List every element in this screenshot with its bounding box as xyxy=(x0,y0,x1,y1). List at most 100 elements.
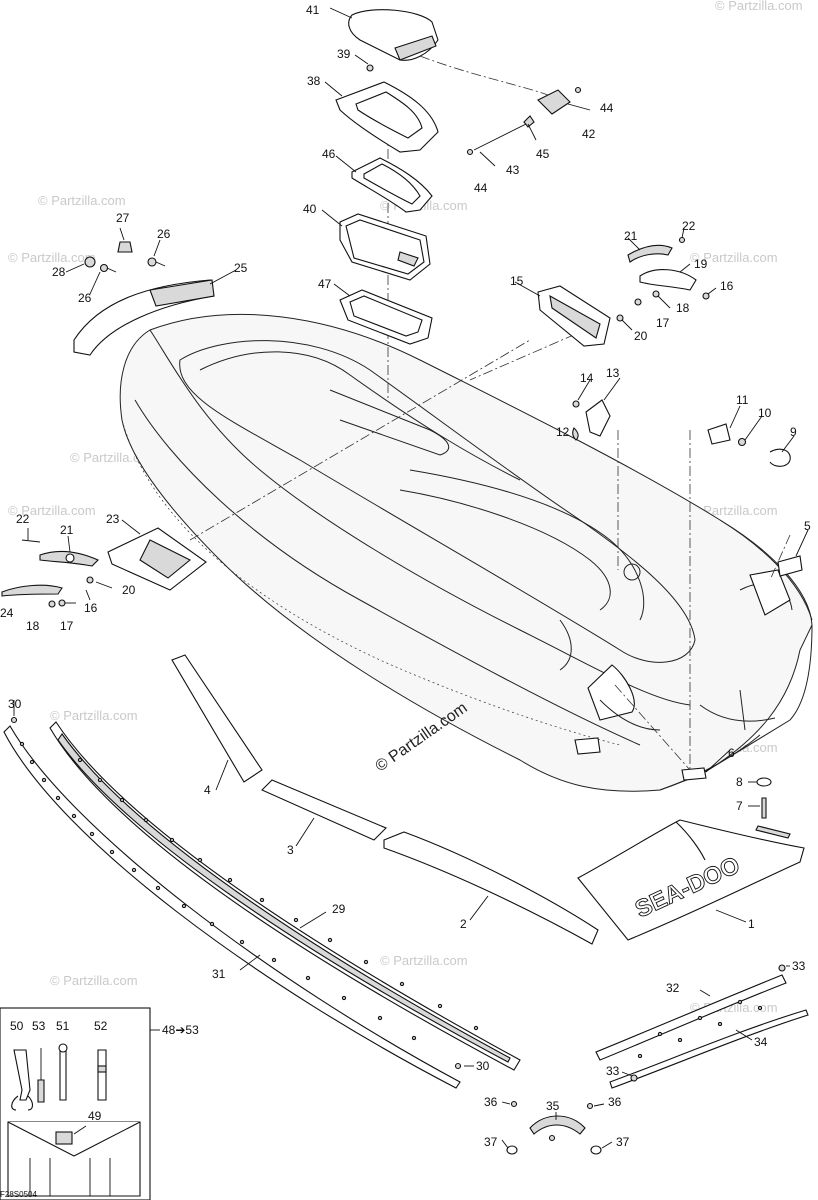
part-21-handle-right xyxy=(627,244,673,263)
part-31-rail xyxy=(3,725,461,1089)
label-34: 34 xyxy=(754,1035,768,1049)
label-49: 49 xyxy=(88,1109,102,1123)
label-33: 33 xyxy=(606,1064,620,1078)
label-6: 6 xyxy=(728,746,735,760)
watermark-faint: © Partzilla.com xyxy=(50,708,138,723)
label-17: 17 xyxy=(60,619,74,633)
label-44: 44 xyxy=(600,101,614,115)
part-8-cap xyxy=(756,777,772,787)
label-13: 13 xyxy=(606,366,620,380)
storage-assembly xyxy=(335,9,582,345)
part-14-screw xyxy=(572,400,580,408)
part-12-drop xyxy=(572,427,579,441)
part-2-decal xyxy=(383,831,599,945)
label-26: 26 xyxy=(78,291,92,305)
label-51: 51 xyxy=(56,1019,70,1033)
part-5-decal xyxy=(777,555,803,577)
watermark-faint: © Partzilla.com xyxy=(380,953,468,968)
label-18: 18 xyxy=(26,619,40,633)
label-29: 29 xyxy=(332,902,346,916)
label-35: 35 xyxy=(546,1099,560,1113)
part-13-bracket xyxy=(585,399,611,437)
part-28-washer xyxy=(84,256,96,268)
label-22: 22 xyxy=(16,512,30,526)
label-47: 47 xyxy=(318,277,332,291)
label-32: 32 xyxy=(666,981,680,995)
part-11-plate xyxy=(707,423,731,445)
label-46: 46 xyxy=(322,147,336,161)
label-37: 37 xyxy=(616,1135,630,1149)
label-23: 23 xyxy=(106,512,120,526)
label-43: 43 xyxy=(506,163,520,177)
part-4-decal xyxy=(171,654,263,783)
label-31: 31 xyxy=(212,967,226,981)
right-parts xyxy=(537,236,803,839)
part-29-rail xyxy=(49,721,521,1071)
label-5: 5 xyxy=(804,519,811,533)
part-32-rail xyxy=(595,974,787,1061)
part-41-cover xyxy=(348,9,439,61)
label-26: 26 xyxy=(157,227,171,241)
left-parts xyxy=(1,241,215,608)
watermark-main: © Partzilla.com xyxy=(373,700,471,776)
rail-screws xyxy=(19,741,763,1059)
label-17: 17 xyxy=(656,316,670,330)
label-7: 7 xyxy=(736,799,743,813)
watermark-faint: © Partzilla.com xyxy=(8,250,96,265)
label-53: 53 xyxy=(32,1019,46,1033)
part-27-nut xyxy=(117,241,133,253)
part-9-eye xyxy=(769,448,791,467)
label-11: 11 xyxy=(736,393,749,407)
callout-labels: 41 39 38 44 42 45 46 43 44 40 27 22 26 2… xyxy=(0,3,811,1149)
watermark-faint: © Partzilla.com xyxy=(715,0,803,13)
label-18: 18 xyxy=(676,301,690,315)
label-2: 2 xyxy=(460,917,467,931)
label-16: 16 xyxy=(84,601,98,615)
part-52-tool xyxy=(97,1049,107,1101)
part-53-screwdriver xyxy=(37,1079,45,1103)
part-16-nut xyxy=(86,576,94,584)
part-7-bolt xyxy=(761,797,767,819)
watermark-faint: © Partzilla.com xyxy=(690,250,778,265)
label-21: 21 xyxy=(624,229,638,243)
leader-lines xyxy=(13,7,809,1149)
part-26-bolt xyxy=(147,257,157,267)
part-34-rail xyxy=(609,1009,809,1089)
part-51-wrench xyxy=(59,1049,67,1101)
watermark-faint: © Partzilla.com xyxy=(690,503,778,518)
label-40: 40 xyxy=(303,202,317,216)
label-21: 21 xyxy=(60,523,74,537)
label-36: 36 xyxy=(484,1095,498,1109)
part-18-washer xyxy=(48,600,56,608)
label-38: 38 xyxy=(307,74,321,88)
part-42-latch xyxy=(537,89,571,115)
part-24-trim xyxy=(1,584,63,597)
label-33: 33 xyxy=(792,959,806,973)
label-4: 4 xyxy=(204,783,211,797)
label-25: 25 xyxy=(234,261,248,275)
label-19: 19 xyxy=(694,257,708,271)
label-37: 37 xyxy=(484,1135,498,1149)
label-27: 27 xyxy=(116,211,130,225)
label-1: 1 xyxy=(748,917,755,931)
label-30: 30 xyxy=(8,697,22,711)
label-36: 36 xyxy=(608,1095,622,1109)
part-35-bumper xyxy=(529,1115,586,1135)
label-16: 16 xyxy=(720,279,734,293)
label-30: 30 xyxy=(476,1059,490,1073)
label-42: 42 xyxy=(582,127,596,141)
drawing-code: F28S0504 xyxy=(0,1190,37,1199)
label-8: 8 xyxy=(736,775,743,789)
label-24: 24 xyxy=(0,606,14,620)
label-22: 22 xyxy=(682,219,696,233)
label-28: 28 xyxy=(52,265,66,279)
watermark-faint: © Partzilla.com xyxy=(8,503,96,518)
part-17-screw xyxy=(58,599,66,607)
part-39-screw xyxy=(366,64,374,72)
label-20: 20 xyxy=(634,329,648,343)
part-6-cap xyxy=(681,767,707,781)
label-9: 9 xyxy=(790,425,797,439)
label-12: 12 xyxy=(556,425,570,439)
hull-body xyxy=(119,313,813,792)
part-3-decal xyxy=(261,779,387,841)
